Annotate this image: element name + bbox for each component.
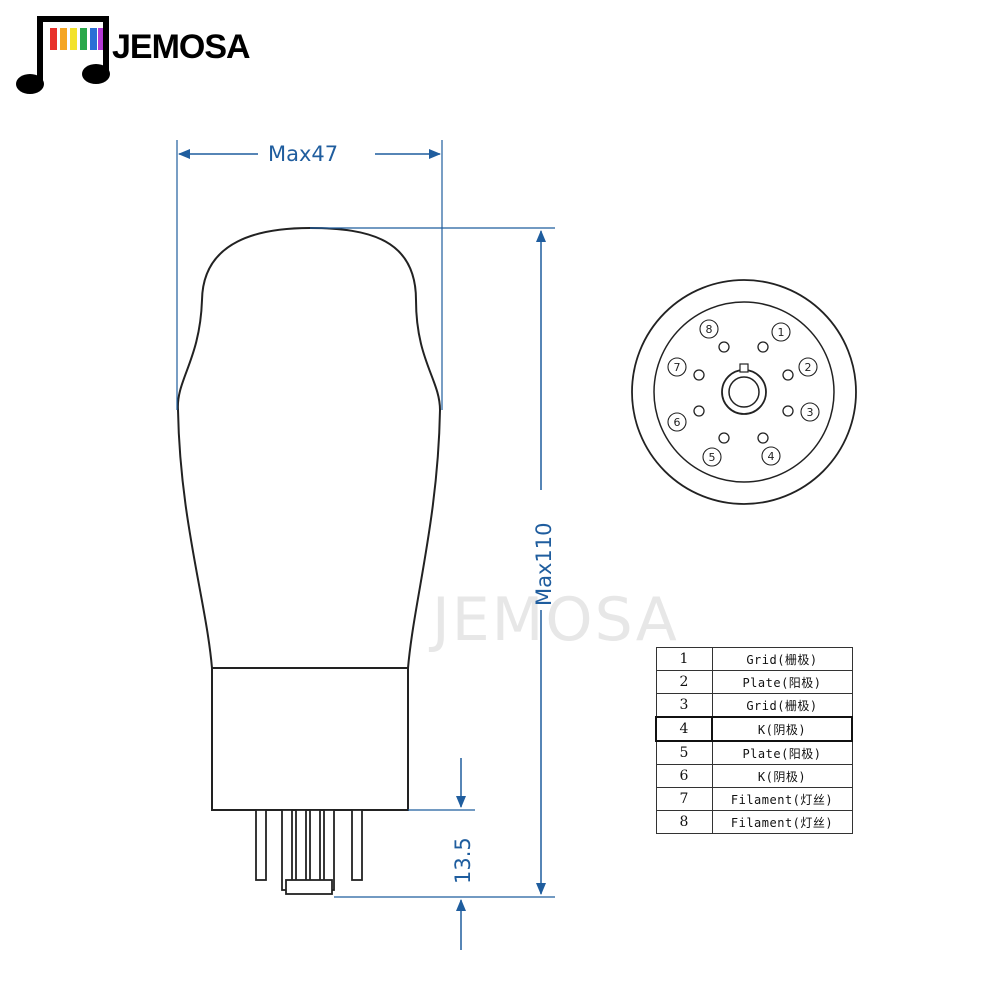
base-pin-label: 6 — [674, 416, 681, 429]
pin-function: K(阴极) — [711, 764, 853, 788]
pin-number: 2 — [655, 670, 713, 694]
brand-name: JEMOSA — [112, 28, 251, 66]
watermark: JEMOSA — [428, 585, 679, 655]
pin-function: Filament(灯丝) — [711, 787, 853, 811]
pin-number: 4 — [655, 716, 713, 742]
pin-function: Plate(阳极) — [711, 740, 853, 765]
pin-function: Plate(阳极) — [711, 670, 853, 694]
tube-pins — [255, 809, 363, 895]
width-label: Max47 — [268, 142, 338, 166]
pin-function: Grid(栅极) — [711, 693, 853, 718]
pin-number: 8 — [655, 810, 713, 834]
pin-number: 3 — [655, 693, 713, 718]
base-bottom-view: 1 2 3 4 5 6 7 8 — [631, 279, 857, 505]
pin-number: 7 — [655, 787, 713, 811]
jemosa-logo — [16, 16, 110, 94]
tube-glass-envelope — [176, 226, 442, 669]
base-pin-label: 2 — [805, 361, 812, 374]
pin-function: Grid(栅极) — [711, 647, 853, 671]
base-pin-label: 8 — [706, 323, 713, 336]
base-pin-label: 5 — [709, 451, 716, 464]
pin-length-dimension: 13.5 — [408, 758, 475, 950]
pin-number: 6 — [655, 764, 713, 788]
pin-number: 5 — [655, 740, 713, 765]
base-pin-label: 7 — [674, 361, 681, 374]
height-dimension: Max110 — [310, 227, 556, 898]
pin-length-label: 13.5 — [451, 837, 475, 884]
pin-function: K(阴极) — [711, 716, 853, 742]
width-dimension: Max47 — [176, 140, 443, 410]
music-note-icon — [16, 16, 110, 94]
pin-number: 1 — [655, 647, 713, 671]
pin-function: Filament(灯丝) — [711, 810, 853, 834]
base-pin-label: 4 — [768, 450, 775, 463]
tube-base — [211, 667, 409, 811]
base-pin-label: 3 — [807, 406, 814, 419]
base-pin-label: 1 — [778, 326, 785, 339]
height-label: Max110 — [532, 523, 556, 607]
